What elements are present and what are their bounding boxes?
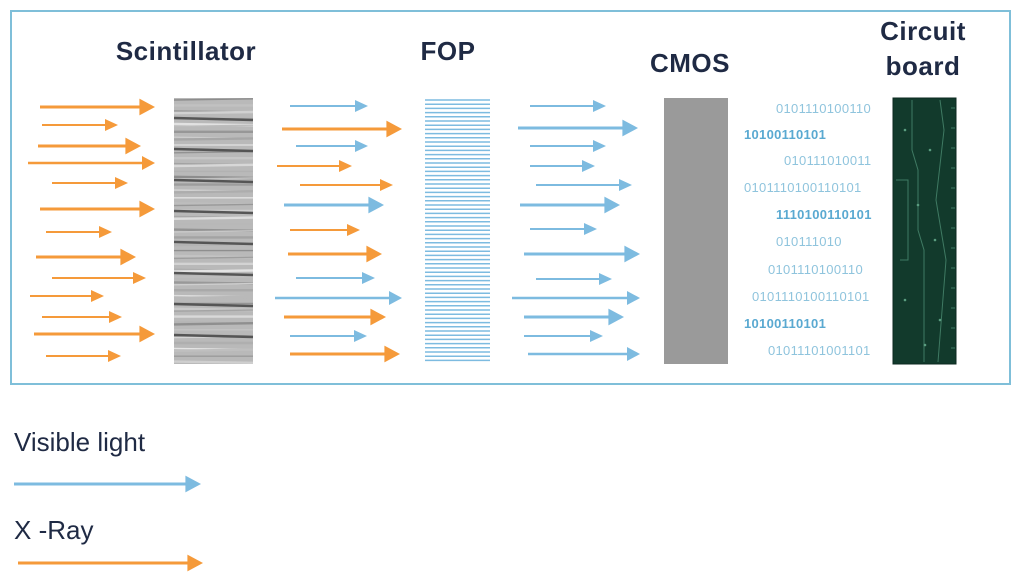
binary-line: 0101110100110 [776, 101, 871, 116]
visible-light-arrow [290, 330, 367, 342]
cmos-block [664, 98, 728, 364]
binary-line: 10100110101 [744, 127, 827, 142]
visible-light-arrow [296, 272, 375, 284]
binary-line: 0101110100110101 [744, 180, 862, 195]
xray-arrow [34, 325, 155, 343]
legend-xray-label: X -Ray [14, 515, 94, 545]
legend-arrows [14, 475, 203, 572]
visible-light-arrow [290, 100, 368, 112]
scintillator-label: Scintillator [115, 36, 257, 66]
legend-visible-light-label: Visible light [14, 427, 146, 457]
xray-arrow [42, 119, 118, 131]
scintillator-output-arrows [275, 100, 402, 363]
xray-arrow [28, 156, 155, 170]
xray-arrow [30, 290, 104, 302]
xray-arrow [300, 179, 393, 191]
visible-light-arrow [284, 196, 384, 214]
xray-arrow [290, 224, 360, 236]
visible-light-arrow [518, 119, 638, 137]
xray-arrow [52, 177, 128, 189]
xray-arrow [46, 350, 121, 362]
visible-light-arrow [524, 330, 603, 342]
fop-output-arrows [512, 100, 640, 361]
legend-xray-arrow [18, 554, 203, 572]
xray-arrow [40, 98, 155, 116]
diagram-frame [10, 10, 1011, 385]
visible-light-arrow [275, 291, 402, 305]
xray-arrow [288, 245, 382, 263]
visible-light-arrow [528, 347, 640, 361]
cmos-label: CMOS [650, 48, 730, 78]
binary-line: 10100110101 [744, 316, 827, 331]
xray-arrow [282, 120, 402, 138]
binary-line: 0101110100110101 [752, 289, 870, 304]
circuit-board-block [892, 97, 957, 365]
circuit-board-label-line2: board [885, 51, 961, 81]
fop-block [425, 99, 490, 362]
visible-light-arrow [536, 179, 632, 191]
visible-light-arrow [536, 273, 612, 285]
visible-light-arrow [524, 308, 624, 326]
binary-line: 1110100110101 [776, 207, 872, 222]
xray-arrow [290, 345, 400, 363]
scintillator-block [173, 98, 254, 364]
xray-arrow [277, 160, 352, 172]
visible-light-arrow [512, 291, 640, 305]
visible-light-arrow [520, 196, 620, 214]
visible-light-arrow [530, 140, 606, 152]
xray-arrow [46, 226, 112, 238]
xray-arrow [42, 311, 122, 323]
xray-arrow [284, 308, 386, 326]
binary-line: 0101110100110 [768, 262, 863, 277]
circuit-board-label-line1: Circuit [880, 16, 966, 46]
xray-arrow [52, 272, 146, 284]
binary-line: 010111010 [776, 234, 842, 249]
xray-arrow [38, 137, 141, 155]
visible-light-arrow [530, 160, 595, 172]
binary-line: 01011101001101 [768, 343, 871, 358]
visible-light-arrow [296, 140, 368, 152]
binary-line: 010111010011 [784, 153, 872, 168]
fop-label: FOP [420, 36, 476, 66]
xray-input-arrows [28, 98, 155, 362]
visible-light-arrow [524, 245, 640, 263]
visible-light-arrow [530, 223, 597, 235]
visible-light-arrow [530, 100, 606, 112]
legend-visible-light-arrow [14, 475, 201, 493]
xray-arrow [40, 200, 155, 218]
xray-arrow [36, 248, 136, 266]
